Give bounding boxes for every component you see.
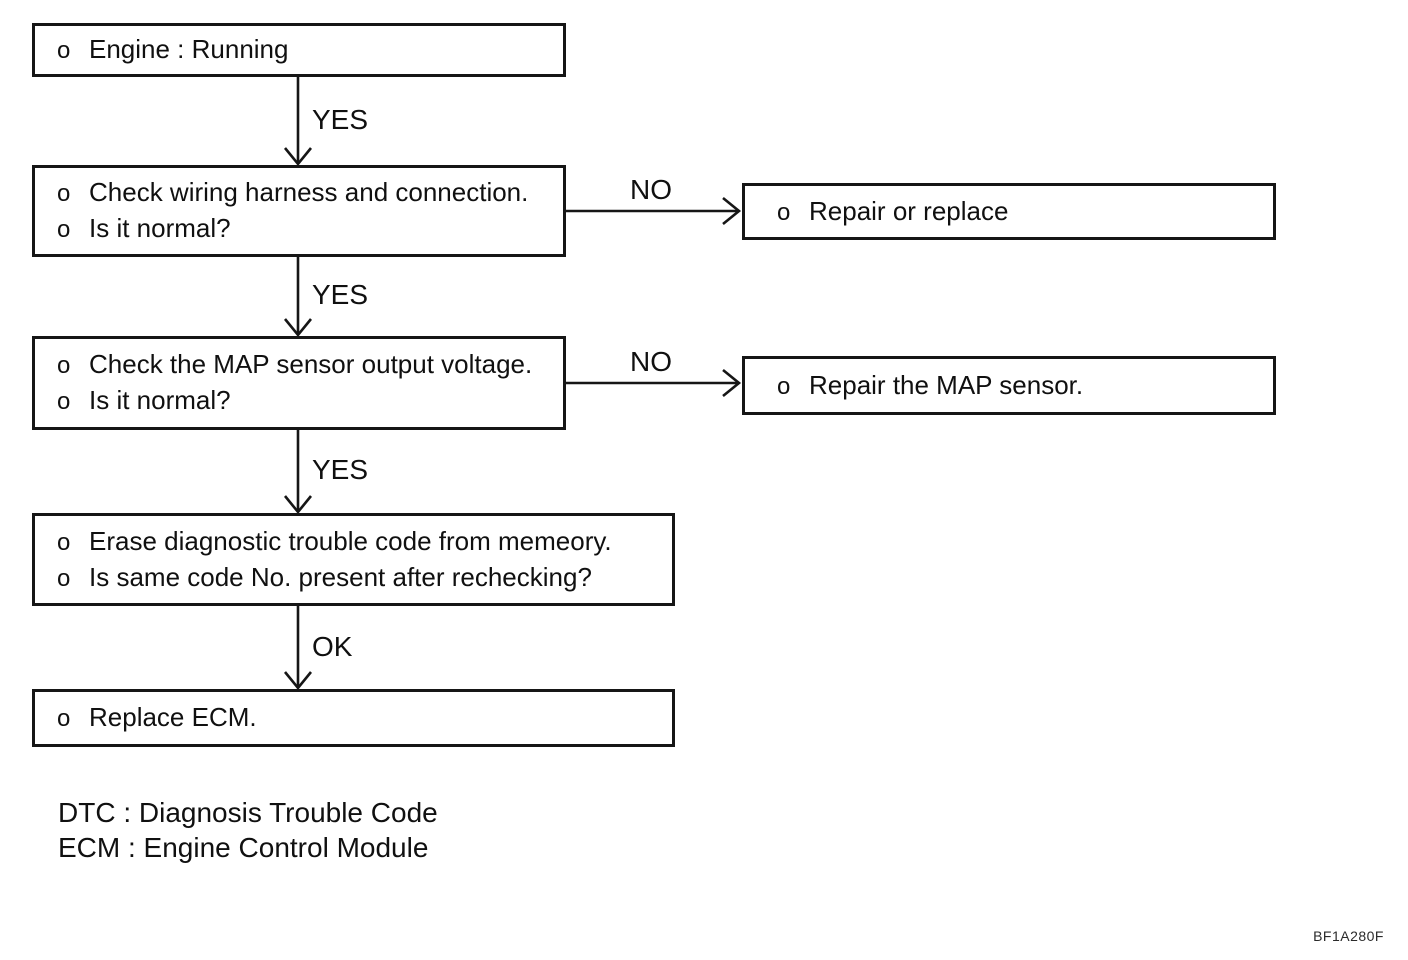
flow-node-repair-or-replace: o Repair or replace [742, 183, 1276, 240]
arrow-yes-3-head [283, 495, 313, 515]
flow-node-engine-running: o Engine : Running [32, 23, 566, 77]
bullet: o [57, 564, 71, 592]
edge-label-no-2: NO [630, 346, 672, 377]
legend-line-dtc: DTC : Diagnosis Trouble Code [58, 797, 438, 828]
node-line: o Check the MAP sensor output voltage. [35, 347, 563, 383]
bullet: o [57, 180, 71, 207]
legend-line-ecm: ECM : Engine Control Module [58, 832, 429, 863]
node-line: o Is it normal? [35, 211, 563, 247]
node-line: o Is it normal? [35, 383, 563, 419]
arrow-no-1-head [722, 196, 742, 226]
flow-node-check-wiring: o Check wiring harness and connection. o… [32, 165, 566, 257]
arrow-yes-1-head [283, 147, 313, 167]
node-text: Check wiring harness and connection. [89, 177, 529, 207]
edge-label-ok: OK [312, 631, 353, 662]
node-text: Erase diagnostic trouble code from memeo… [89, 525, 612, 556]
node-line: o Is same code No. present after recheck… [35, 560, 672, 596]
bullet: o [57, 705, 71, 732]
bullet: o [57, 528, 71, 556]
node-text: Replace ECM. [89, 702, 257, 732]
node-text: Is it normal? [89, 385, 231, 415]
edge-label-yes-1: YES [312, 104, 369, 135]
node-text: Is it normal? [89, 213, 231, 243]
node-line: o Repair the MAP sensor. [745, 368, 1273, 404]
node-text: Repair the MAP sensor. [809, 369, 1084, 400]
bullet: o [57, 216, 71, 243]
bullet: o [777, 372, 791, 400]
arrow-yes-2-head [283, 318, 313, 338]
node-line: o Repair or replace [745, 194, 1273, 230]
edge-label-yes-3: YES [312, 454, 369, 485]
node-line: o Engine : Running [35, 32, 563, 68]
node-text: Check the MAP sensor output voltage. [89, 349, 533, 379]
flow-node-check-map-sensor: o Check the MAP sensor output voltage. o… [32, 336, 566, 430]
bullet: o [57, 352, 71, 379]
node-text: Is same code No. present after recheckin… [89, 561, 592, 592]
flow-node-erase-dtc: o Erase diagnostic trouble code from mem… [32, 513, 675, 606]
bullet: o [777, 198, 791, 226]
legend: DTC : Diagnosis Trouble Code ECM : Engin… [58, 795, 438, 865]
flow-node-repair-map-sensor: o Repair the MAP sensor. [742, 356, 1276, 415]
edge-label-yes-2: YES [312, 279, 369, 310]
node-text: Repair or replace [809, 195, 1009, 226]
bullet: o [57, 37, 71, 64]
node-text: Engine : Running [89, 34, 289, 64]
arrow-no-2-head [722, 368, 742, 398]
node-line: o Check wiring harness and connection. [35, 175, 563, 211]
bullet: o [57, 388, 71, 415]
figure-code: BF1A280F [1313, 928, 1384, 944]
flow-node-replace-ecm: o Replace ECM. [32, 689, 675, 747]
edge-label-no-1: NO [630, 174, 672, 205]
arrow-ok-head [283, 671, 313, 691]
node-line: o Erase diagnostic trouble code from mem… [35, 524, 672, 560]
node-line: o Replace ECM. [35, 700, 672, 736]
